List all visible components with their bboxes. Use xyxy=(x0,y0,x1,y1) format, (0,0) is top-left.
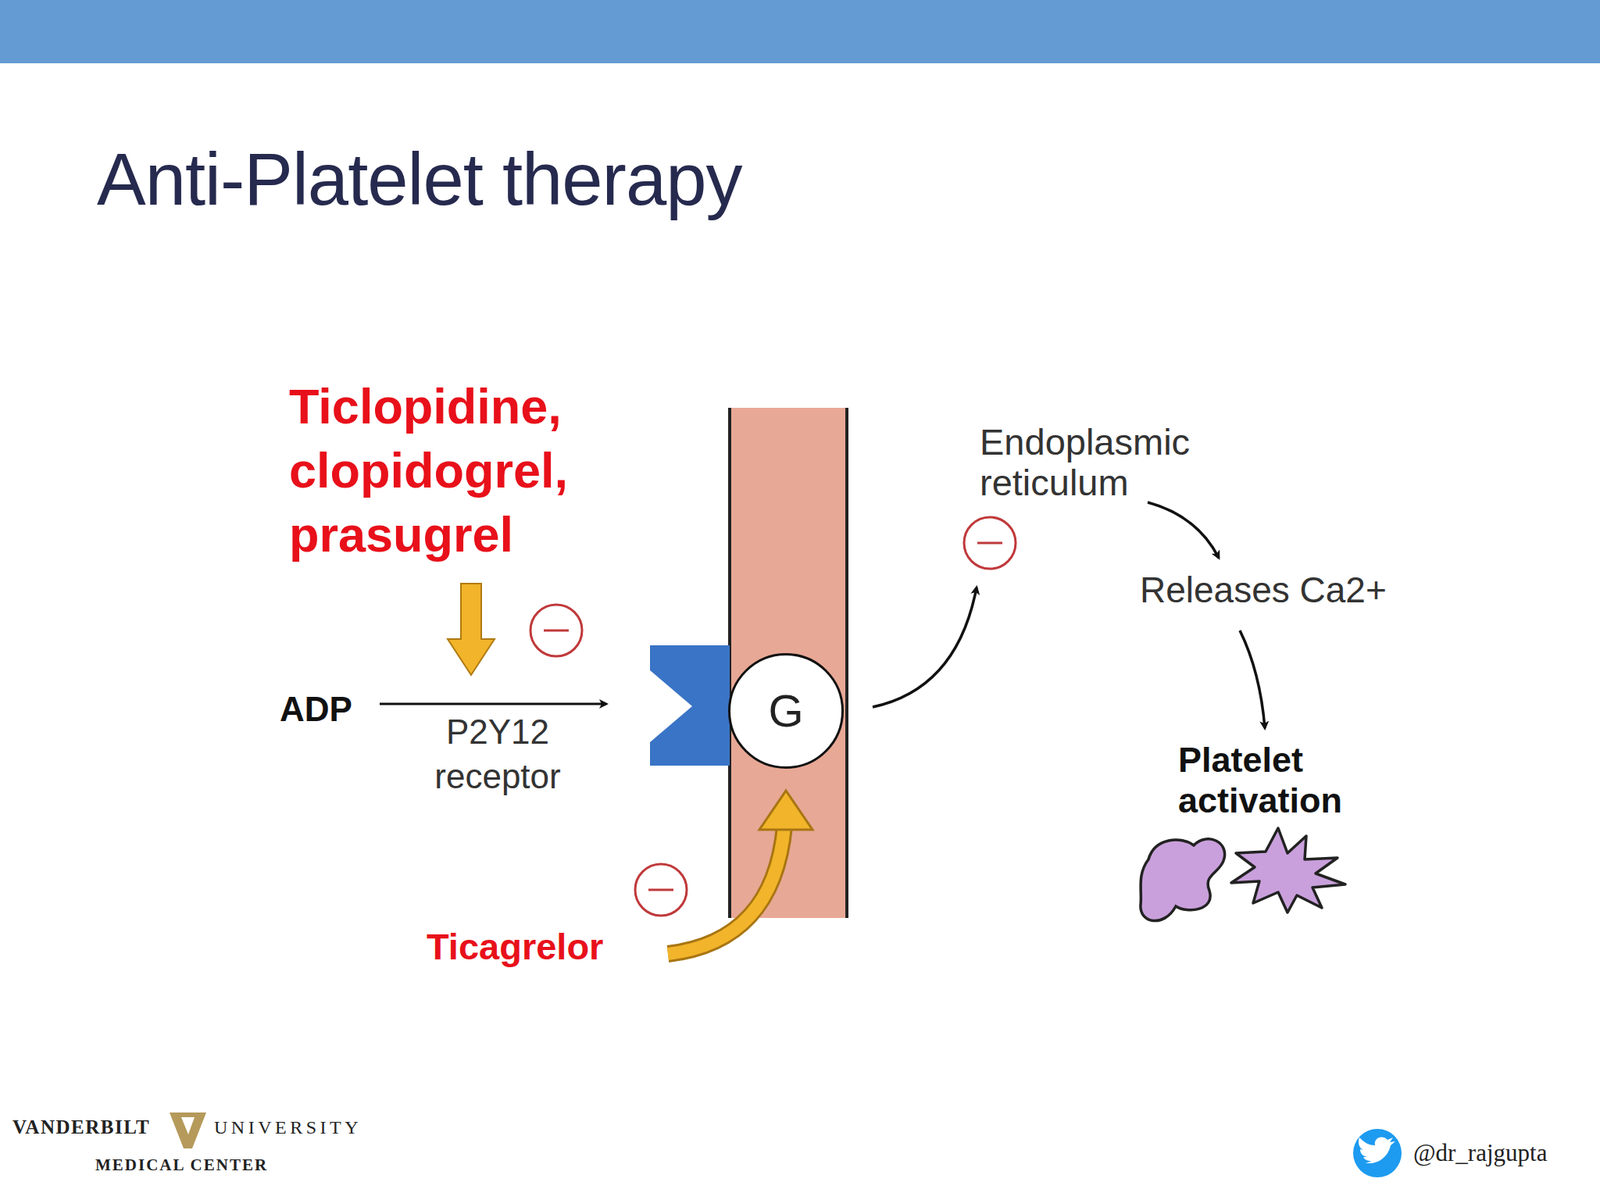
receptor-label: P2Y12 receptor xyxy=(415,709,580,799)
logo-text: VANDERBILT xyxy=(12,1115,150,1140)
university-logo xyxy=(169,1112,207,1149)
logo-text: MEDICAL CENTER xyxy=(95,1153,268,1176)
ligand-label: ADP xyxy=(279,688,353,731)
node-text: G xyxy=(767,685,804,736)
drug-label: Ticagrelor xyxy=(426,924,604,970)
inhibitor-arrow xyxy=(667,790,813,954)
organelle-label: Endoplasmic reticulum xyxy=(979,421,1238,504)
outcome-label: Platelet activation xyxy=(1178,739,1413,822)
social-icon xyxy=(1353,1128,1402,1178)
activated-platelet-shape xyxy=(1231,828,1346,913)
header-band xyxy=(0,0,1600,64)
social-handle: @dr_rajgupta xyxy=(1413,1137,1547,1169)
drug-label: Ticlopidine, clopidogrel, prasugrel xyxy=(289,374,633,567)
slide-title: Anti-Platelet therapy xyxy=(96,137,742,222)
receptor-symbol xyxy=(650,645,730,766)
platelet-shape xyxy=(1140,839,1225,922)
inhibition-symbol xyxy=(530,604,583,657)
membrane-edge xyxy=(845,407,849,918)
signal-arrow xyxy=(1147,502,1219,558)
inhibition-symbol xyxy=(964,517,1016,569)
ligand-arrow xyxy=(379,703,607,706)
signal-arrow xyxy=(1239,630,1265,729)
process-label: Releases Ca2+ xyxy=(1139,568,1387,611)
signal-arrow xyxy=(872,587,977,708)
inhibition-symbol xyxy=(635,864,687,916)
logo-text: UNIVERSITY xyxy=(214,1115,362,1140)
g-protein-circle: G xyxy=(728,653,844,769)
inhibitor-arrow xyxy=(447,583,495,675)
